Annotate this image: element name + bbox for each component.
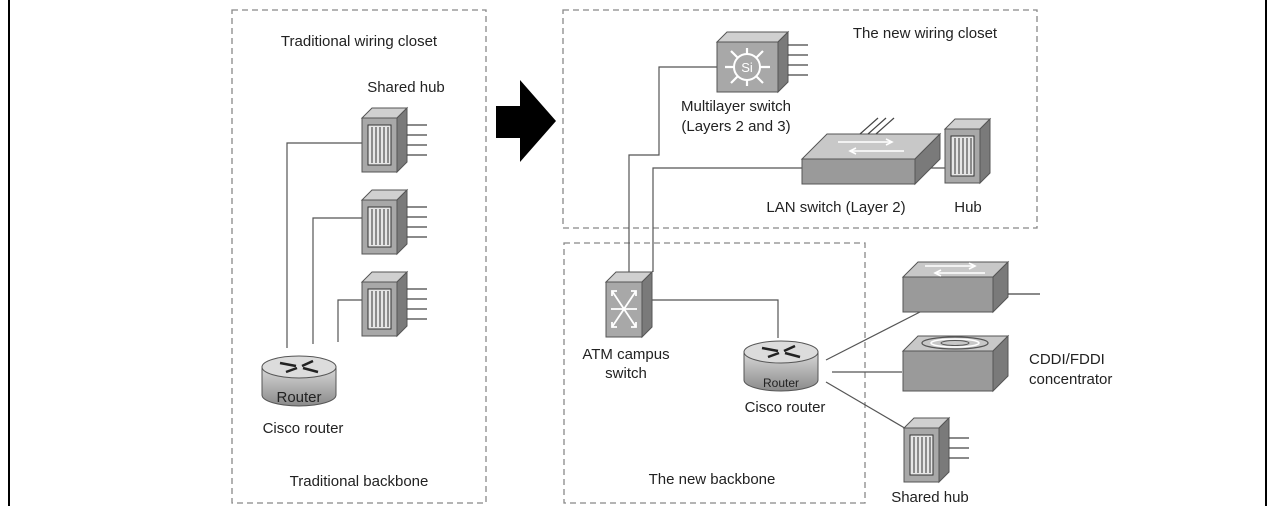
shared-hub-label: Shared hub [891, 489, 969, 506]
multilayer-switch-label: Multilayer switch [681, 98, 791, 115]
multilayer-switch-layers-label: (Layers 2 and 3) [681, 118, 790, 135]
shared-hub-label: Shared hub [367, 79, 445, 96]
cddi-fddi-concentrator-icon [901, 334, 1010, 393]
new-wiring-closet-title: The new wiring closet [853, 25, 998, 42]
traditional-wiring-closet-title: Traditional wiring closet [281, 33, 438, 50]
shared-hub-icon [360, 270, 427, 338]
atm-campus-switch-icon [604, 270, 654, 339]
cisco-router-label: Cisco router [263, 420, 344, 437]
hub-label: Hub [954, 199, 982, 216]
multilayer-icon-text: Si [741, 60, 753, 75]
page-frame [8, 0, 1267, 506]
lan-switch-label: LAN switch (Layer 2) [766, 199, 905, 216]
transition-arrow-icon [496, 80, 556, 162]
new-backbone-title: The new backbone [649, 471, 776, 488]
traditional-backbone-title: Traditional backbone [290, 473, 429, 490]
backbone-connections [652, 299, 921, 431]
atm-campus-switch-label-line2: switch [605, 365, 647, 382]
shared-hub-icon [360, 106, 427, 174]
switch-icon [901, 260, 1040, 314]
shared-hub-icon [360, 188, 427, 256]
left-connections [286, 142, 362, 348]
new-backbone-box [563, 242, 866, 504]
lan-switch-icon [800, 117, 942, 186]
hub-icon [943, 117, 992, 185]
traditional-box [231, 9, 487, 504]
router-icon: Router [743, 340, 819, 392]
cisco-router-label: Cisco router [745, 399, 826, 416]
atm-campus-switch-label: ATM campus [582, 346, 669, 363]
router-icon: Router [261, 355, 337, 407]
shared-hub-icon [902, 416, 969, 484]
multilayer-switch-icon: Si [715, 30, 808, 94]
router-icon-text: Router [276, 389, 321, 406]
new-wiring-closet-box [562, 9, 1038, 229]
router-icon-text: Router [763, 376, 799, 390]
cddi-fddi-label: CDDI/FDDI [1029, 351, 1105, 368]
concentrator-label: concentrator [1029, 371, 1112, 388]
